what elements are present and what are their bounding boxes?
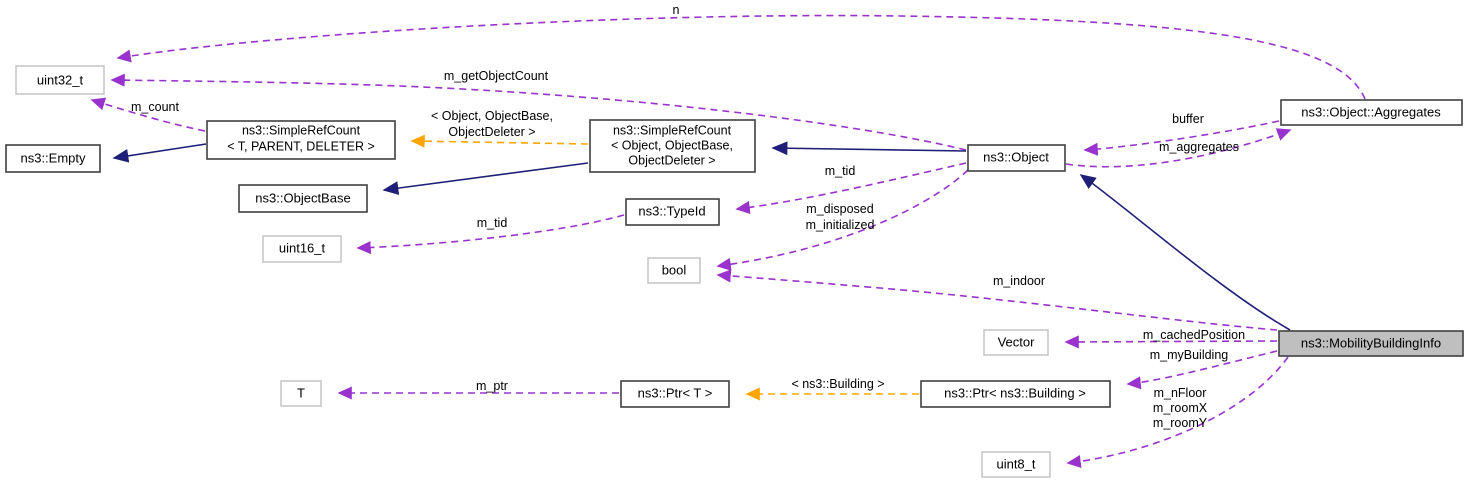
edge-label-template-ptr: < ns3::Building > <box>791 377 884 391</box>
node-label-t: T <box>297 385 305 400</box>
edge-inherit-object <box>1079 174 1291 331</box>
edge-label-m-tid-uint16: m_tid <box>477 216 508 230</box>
edge-m-mybuilding: m_myBuilding <box>1126 348 1278 390</box>
edge-n: n <box>116 3 1366 100</box>
edge-template-simplerefcount: < Object, ObjectBase, ObjectDeleter > <box>410 109 589 148</box>
node-ns3-simplerefcount-object[interactable]: ns3::SimpleRefCount < Object, ObjectBase… <box>589 119 756 173</box>
edge-buffer: buffer <box>1083 112 1280 156</box>
node-label-ns3-mobilitybuildinginfo: ns3::MobilityBuildingInfo <box>1301 335 1441 350</box>
node-ns3-ptr-ns3-building[interactable]: ns3::Ptr< ns3::Building > <box>920 380 1111 408</box>
node-label-ns3-objectbase: ns3::ObjectBase <box>255 190 350 205</box>
node-label-ns3-simplerefcount-t-line2: < T, PARENT, DELETER > <box>227 139 375 153</box>
edge-inherit-objectbase <box>382 162 589 195</box>
edge-m-getobjectcount: m_getObjectCount <box>110 69 967 151</box>
edge-m-ptr: m_ptr <box>337 379 619 400</box>
edge-label-m-count: m_count <box>131 100 179 114</box>
edge-label-m-cachedposition: m_cachedPosition <box>1143 328 1245 342</box>
node-ns3-simplerefcount-t[interactable]: ns3::SimpleRefCount < T, PARENT, DELETER… <box>206 120 396 160</box>
edge-inherit-empty <box>112 143 207 163</box>
edge-label-template-simplerefcount-line1: < Object, ObjectBase, <box>431 109 553 123</box>
node-label-uint8-t: uint8_t <box>996 456 1035 471</box>
node-label-ns3-object: ns3::Object <box>983 149 1049 164</box>
node-ns3-empty[interactable]: ns3::Empty <box>5 144 101 173</box>
node-ns3-objectbase[interactable]: ns3::ObjectBase <box>238 184 368 213</box>
edge-label-m-aggregates: m_aggregates <box>1159 140 1239 154</box>
edge-label-m-roomy: m_roomY <box>1153 416 1208 430</box>
edge-label-m-ptr: m_ptr <box>476 379 508 393</box>
node-ns3-ptr-t[interactable]: ns3::Ptr< T > <box>620 380 730 408</box>
edge-label-m-nfloor: m_nFloor <box>1154 386 1207 400</box>
edge-m-aggregates: m_aggregates <box>1065 128 1292 168</box>
node-label-uint32-t: uint32_t <box>37 72 84 87</box>
node-t[interactable]: T <box>280 380 322 407</box>
edge-label-m-mybuilding: m_myBuilding <box>1150 348 1229 362</box>
node-label-ns3-ptr-t: ns3::Ptr< T > <box>638 385 713 400</box>
node-bool[interactable]: bool <box>647 257 701 284</box>
node-label-ns3-typeid: ns3::TypeId <box>638 203 705 218</box>
edge-m-tid-object: m_tid <box>735 162 967 214</box>
edge-label-m-tid-object: m_tid <box>825 164 856 178</box>
edge-label-template-simplerefcount-line2: ObjectDeleter > <box>448 125 535 139</box>
edge-label-n: n <box>673 3 680 17</box>
edge-label-m-getobjectcount: m_getObjectCount <box>444 69 549 83</box>
node-uint8-t[interactable]: uint8_t <box>981 451 1051 478</box>
node-ns3-mobilitybuildinginfo[interactable]: ns3::MobilityBuildingInfo <box>1278 330 1464 357</box>
edge-inherit-simplerefcount-object <box>771 141 967 156</box>
edge-m-count: m_count <box>90 97 206 132</box>
node-label-ns3-simplerefcount-object-line1: ns3::SimpleRefCount <box>613 123 732 137</box>
edge-uint8-fields: m_nFloor m_roomX m_roomY <box>1066 356 1289 468</box>
edge-label-m-disposed: m_disposed <box>806 202 873 216</box>
edge-m-disposed-initialized: m_disposed m_initialized <box>716 169 969 271</box>
node-ns3-object-aggregates[interactable]: ns3::Object::Aggregates <box>1280 99 1463 126</box>
node-label-uint16-t: uint16_t <box>279 240 326 255</box>
edge-m-cachedposition: m_cachedPosition <box>1064 328 1278 349</box>
edge-label-m-indoor: m_indoor <box>993 274 1045 288</box>
node-vector[interactable]: Vector <box>983 329 1049 356</box>
edge-m-tid-uint16: m_tid <box>356 214 625 255</box>
edge-label-m-roomx: m_roomX <box>1153 401 1208 415</box>
node-label-ns3-empty: ns3::Empty <box>20 150 86 165</box>
node-label-bool: bool <box>662 262 687 277</box>
node-ns3-typeid[interactable]: ns3::TypeId <box>625 198 720 226</box>
edge-label-m-initialized: m_initialized <box>806 218 875 232</box>
edge-template-ptr: < ns3::Building > <box>745 377 919 401</box>
node-uint32-t[interactable]: uint32_t <box>15 65 105 95</box>
node-label-vector: Vector <box>998 334 1036 349</box>
edge-label-buffer: buffer <box>1172 112 1204 126</box>
node-label-ns3-simplerefcount-t-line1: ns3::SimpleRefCount <box>242 123 361 137</box>
node-ns3-object[interactable]: ns3::Object <box>967 144 1066 172</box>
node-label-ns3-object-aggregates: ns3::Object::Aggregates <box>1301 104 1441 119</box>
node-label-ns3-simplerefcount-object-line2: < Object, ObjectBase, <box>611 138 733 152</box>
node-label-ns3-simplerefcount-object-line3: ObjectDeleter > <box>628 153 715 167</box>
node-uint16-t[interactable]: uint16_t <box>262 235 342 263</box>
node-label-ns3-ptr-ns3-building: ns3::Ptr< ns3::Building > <box>944 385 1086 400</box>
edge-m-indoor: m_indoor <box>716 269 1278 331</box>
